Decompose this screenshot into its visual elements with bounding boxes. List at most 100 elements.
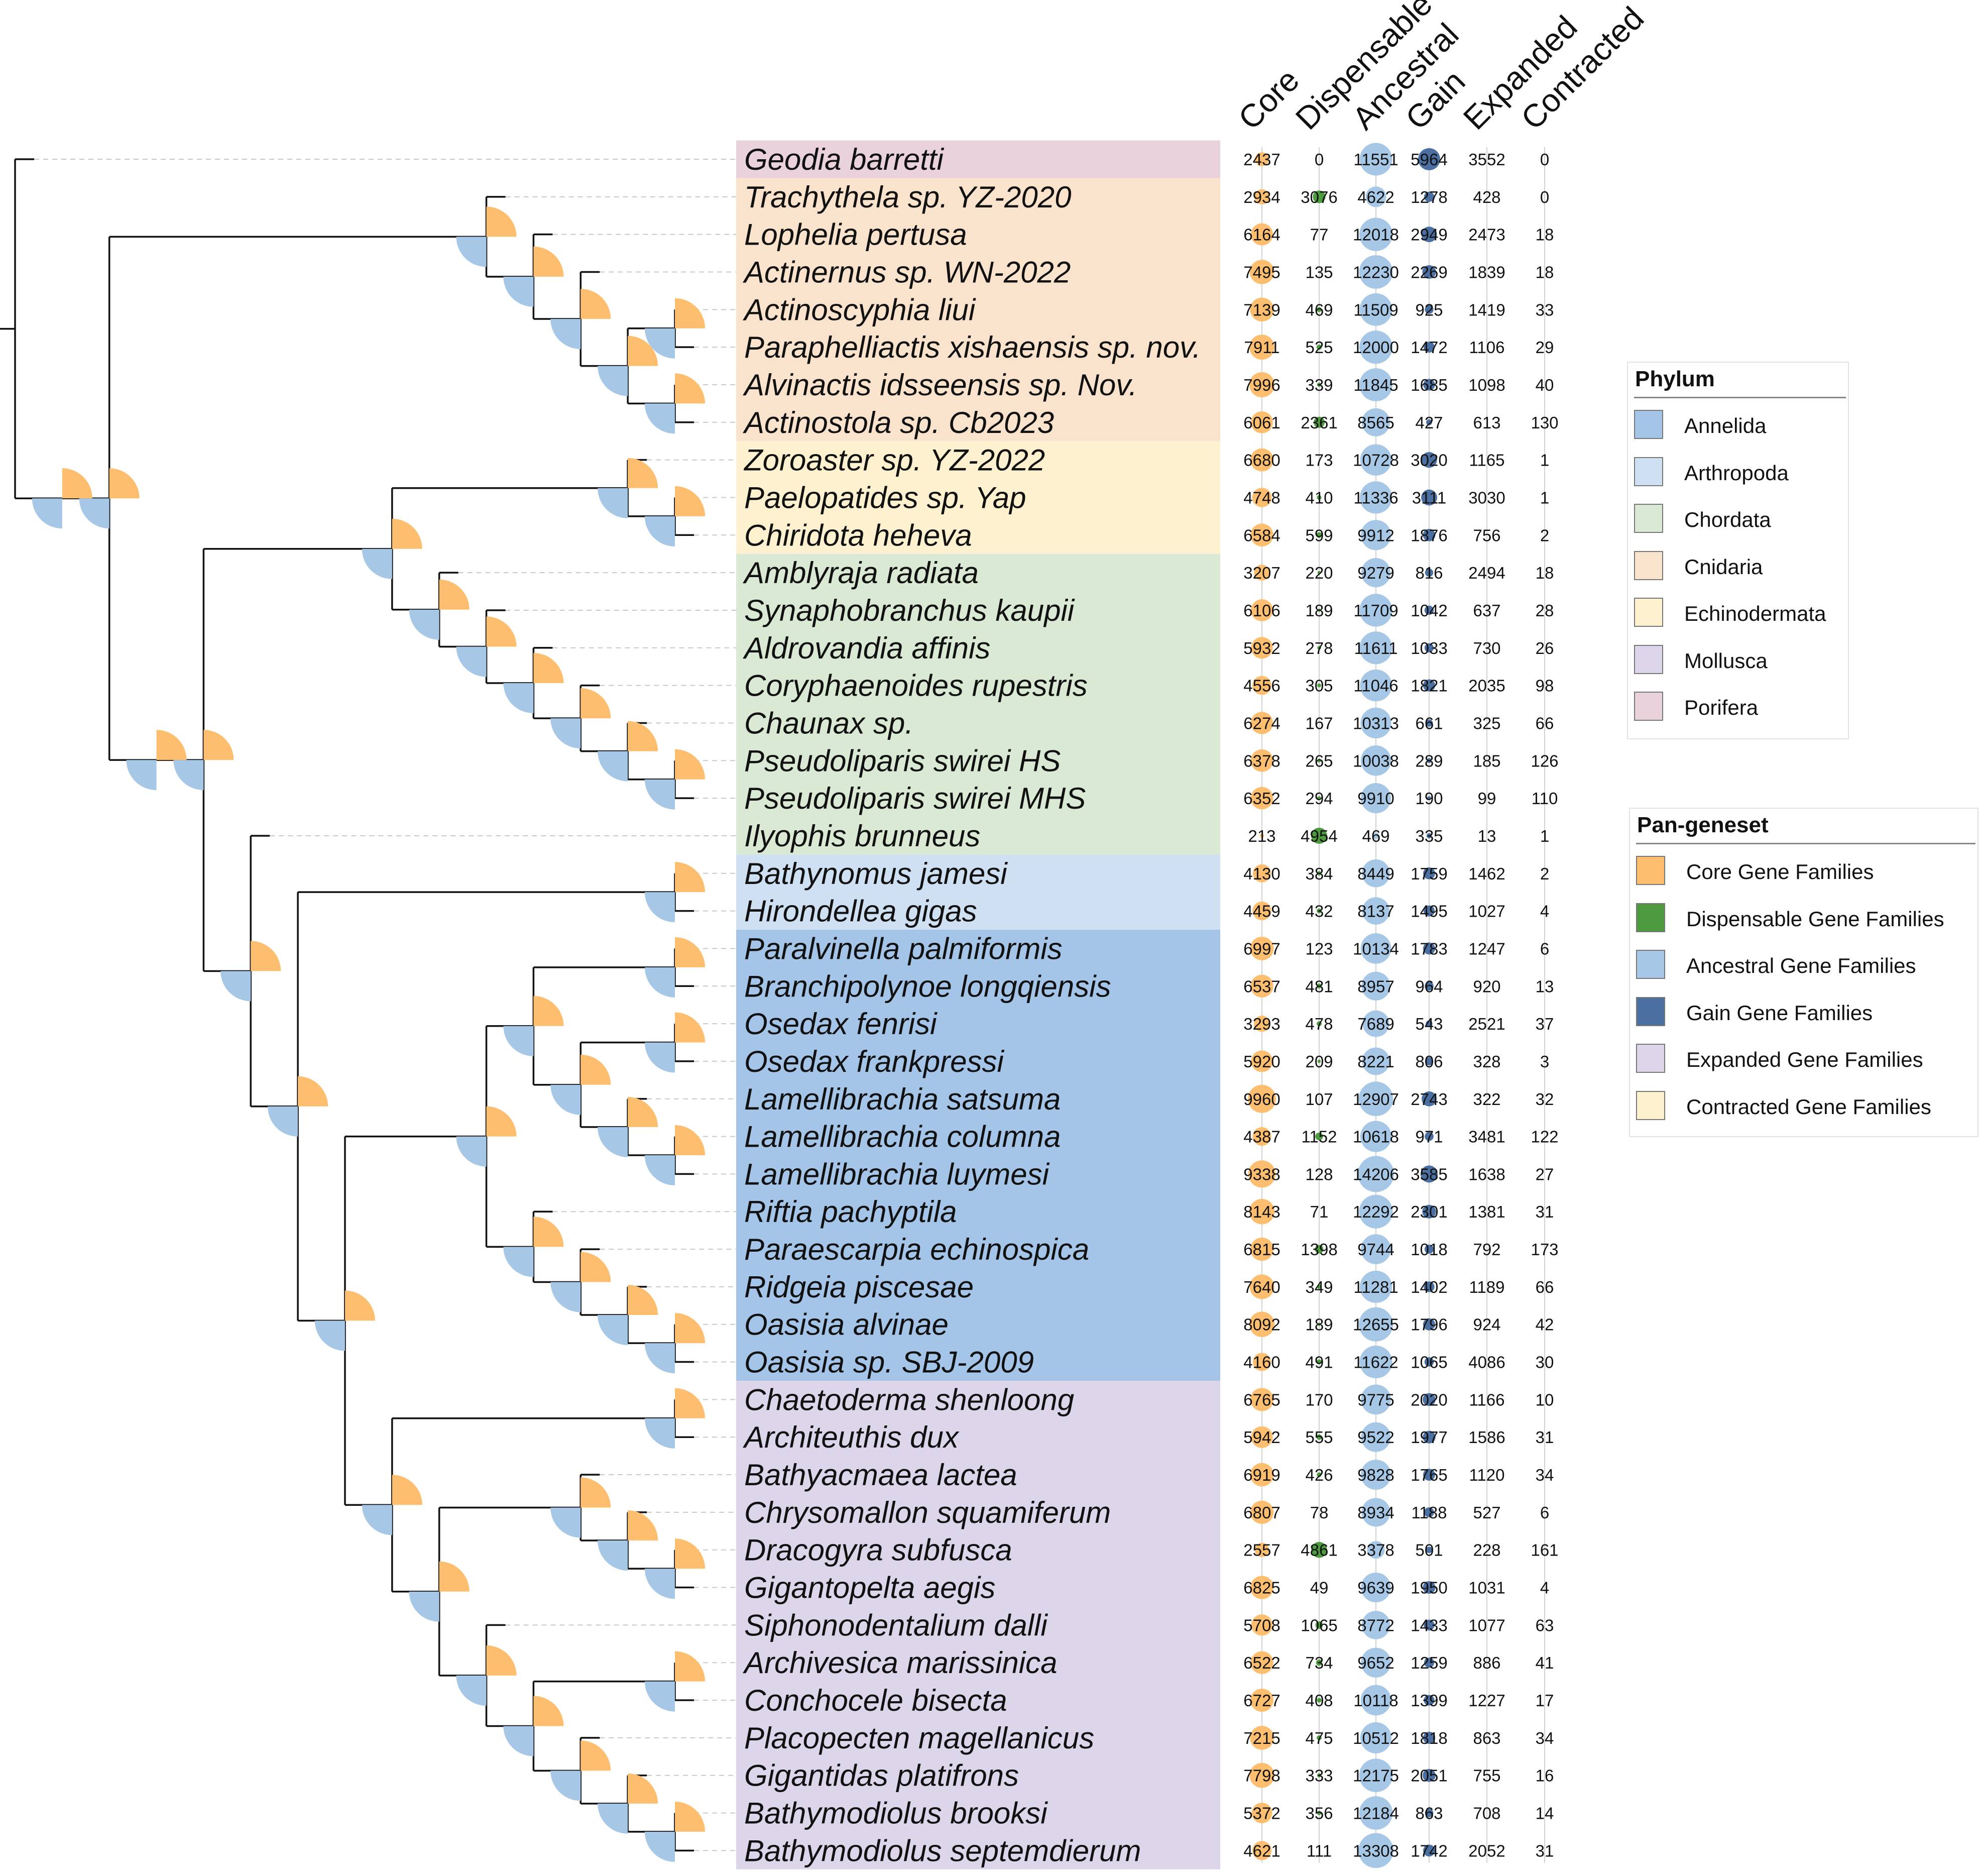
value-ancestral: 9279 [1357,564,1394,582]
value-contracted: 122 [1531,1128,1558,1146]
value-expanded: 1098 [1468,376,1505,394]
value-ancestral: 11845 [1353,376,1398,394]
value-dispensable: 135 [1305,263,1333,281]
value-dispensable: 220 [1305,564,1333,582]
value-expanded: 1419 [1468,300,1505,319]
species-label: Actinoscyphia liui [743,293,976,326]
node-pie-ancestral [645,780,675,810]
species-label: Riftia pachyptila [744,1195,957,1229]
node-pie-ancestral [645,967,675,998]
value-dispensable: 1152 [1302,1128,1337,1146]
value-expanded: 1120 [1469,1466,1505,1484]
value-ancestral: 10038 [1353,751,1399,770]
value-expanded: 527 [1473,1503,1500,1522]
value-gain: 501 [1415,1541,1443,1560]
gene-family-table: 2437011551596435520293430764622127842806… [1243,143,1558,1868]
value-contracted: 0 [1540,188,1549,206]
value-dispensable: 469 [1305,300,1333,319]
value-ancestral: 8565 [1357,413,1394,432]
node-pie-ancestral [550,1508,580,1538]
value-gain: 1472 [1411,338,1447,357]
node-pie-core [533,996,563,1026]
value-core: 6807 [1243,1503,1280,1522]
node-pie-ancestral [409,610,439,640]
value-gain: 1759 [1411,864,1447,883]
phylogenetic-tree [0,159,694,1850]
value-ancestral: 10313 [1353,714,1399,732]
species-label: Actinostola sp. Cb2023 [743,406,1054,439]
value-contracted: 13 [1536,977,1554,996]
node-pie-core [675,298,705,328]
value-core: 6352 [1243,789,1280,808]
node-pie-ancestral [503,1726,533,1756]
value-contracted: 32 [1536,1090,1554,1109]
value-contracted: 4 [1540,902,1549,921]
value-dispensable: 426 [1305,1466,1333,1484]
species-label: Aldrovandia affinis [743,631,990,665]
node-pie-core [487,616,517,646]
node-pie-core [533,1696,563,1726]
value-contracted: 33 [1536,300,1554,319]
value-ancestral: 4622 [1357,188,1394,206]
node-pie-ancestral [645,1155,675,1185]
value-gain: 971 [1415,1128,1443,1146]
value-expanded: 1077 [1468,1616,1505,1634]
value-dispensable: 278 [1305,639,1333,657]
species-label: Lophelia pertusa [744,218,967,252]
value-core: 6522 [1243,1653,1280,1672]
value-ancestral: 10134 [1353,939,1399,958]
value-core: 5942 [1243,1428,1280,1447]
value-gain: 427 [1415,413,1443,432]
value-expanded: 755 [1473,1767,1500,1785]
value-dispensable: 294 [1305,789,1333,808]
value-core: 6584 [1243,526,1280,544]
node-pie-core [392,1475,422,1505]
pangeneset-legend: Pan-geneset Core Gene FamiliesDispensabl… [1629,808,1978,1137]
value-gain: 1742 [1411,1841,1447,1860]
node-pie-ancestral [598,1540,628,1571]
value-core: 4556 [1243,677,1280,695]
value-core: 6061 [1243,413,1280,432]
node-pie-core [675,1802,705,1832]
node-pie-core [628,1774,658,1804]
value-dispensable: 339 [1305,376,1333,394]
value-ancestral: 7689 [1357,1015,1394,1033]
value-gain: 1821 [1411,677,1447,695]
value-expanded: 792 [1473,1240,1500,1259]
value-expanded: 637 [1473,601,1500,620]
value-ancestral: 8957 [1357,977,1394,996]
value-expanded: 2494 [1468,564,1505,582]
value-contracted: 6 [1540,939,1549,958]
value-expanded: 1166 [1469,1390,1505,1409]
legend-swatch [1634,410,1663,439]
value-expanded: 886 [1473,1653,1500,1672]
value-core: 3293 [1243,1015,1280,1033]
node-pie-core [675,1538,705,1569]
node-pie-ancestral [315,1320,345,1351]
node-pie-core [439,580,470,610]
value-expanded: 228 [1473,1541,1500,1560]
value-gain: 925 [1415,300,1443,319]
node-pie-core [345,1290,375,1320]
value-dispensable: 333 [1305,1767,1333,1785]
value-dispensable: 4954 [1301,827,1337,845]
species-label: Archivesica marissinica [743,1646,1058,1680]
column-headers: CoreDispensableAncestralGainExpandedCont… [1231,0,1651,137]
node-pie-core [675,1125,705,1155]
legend-swatch [1634,645,1663,674]
value-ancestral: 11509 [1353,300,1398,319]
species-label: Paelopatides sp. Yap [744,481,1026,514]
value-ancestral: 12230 [1353,263,1399,281]
value-contracted: 110 [1532,789,1558,808]
value-ancestral: 13308 [1353,1841,1399,1860]
value-contracted: 31 [1536,1202,1554,1221]
value-contracted: 37 [1536,1015,1554,1033]
value-expanded: 920 [1473,977,1500,996]
value-contracted: 27 [1536,1165,1554,1183]
value-contracted: 17 [1536,1691,1554,1710]
species-label: Coryphaenoides rupestris [744,669,1088,703]
node-pie-core [675,486,705,516]
node-pie-ancestral [456,1676,487,1706]
value-gain: 543 [1415,1015,1443,1033]
value-gain: 1018 [1411,1240,1447,1259]
